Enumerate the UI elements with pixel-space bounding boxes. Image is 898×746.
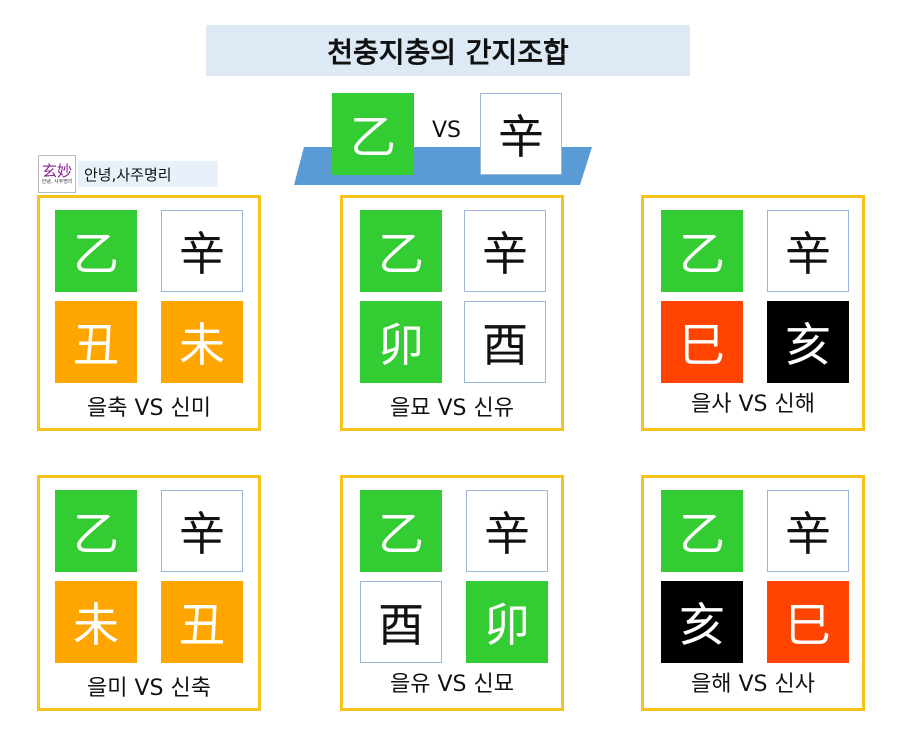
combo-panel-4: 乙 辛 未 丑 을미 VS 신축 bbox=[37, 475, 261, 711]
tile-bottom-left: 巳 bbox=[661, 301, 743, 383]
combo-caption: 을해 VS 신사 bbox=[691, 672, 815, 697]
tile-top-right: 辛 bbox=[161, 490, 243, 572]
tile-bottom-left: 卯 bbox=[360, 301, 442, 383]
tile-bottom-right: 丑 bbox=[161, 581, 243, 663]
tile-top-right: 辛 bbox=[767, 490, 849, 572]
logo-mark-sub: 안녕, 사주명리 bbox=[41, 179, 73, 185]
tile-top-left: 乙 bbox=[360, 210, 442, 292]
header-tile-right: 辛 bbox=[480, 93, 562, 175]
tile-top-right: 辛 bbox=[466, 490, 548, 572]
logo-icon: 玄妙 안녕, 사주명리 bbox=[38, 155, 76, 193]
combo-caption: 을묘 VS 신유 bbox=[390, 396, 514, 421]
combo-panel-3: 乙 辛 巳 亥 을사 VS 신해 bbox=[641, 195, 865, 431]
combo-panel-6: 乙 辛 亥 巳 을해 VS 신사 bbox=[641, 475, 865, 711]
tile-bottom-left: 酉 bbox=[360, 581, 442, 663]
combo-caption: 을미 VS 신축 bbox=[87, 676, 211, 701]
tile-bottom-right: 亥 bbox=[767, 301, 849, 383]
tile-bottom-left: 未 bbox=[55, 581, 137, 663]
tile-top-left: 乙 bbox=[55, 490, 137, 572]
combo-caption: 을축 VS 신미 bbox=[87, 396, 211, 421]
logo-mark: 玄妙 bbox=[41, 162, 72, 180]
page-title: 천충지충의 간지조합 bbox=[206, 25, 690, 76]
tile-top-left: 乙 bbox=[661, 490, 743, 572]
header-vs-label: VS bbox=[432, 118, 462, 143]
tile-bottom-right: 酉 bbox=[464, 301, 546, 383]
combo-panel-1: 乙 辛 丑 未 을축 VS 신미 bbox=[37, 195, 261, 431]
tile-bottom-right: 未 bbox=[161, 301, 243, 383]
combo-caption: 을유 VS 신묘 bbox=[390, 672, 514, 697]
tile-top-left: 乙 bbox=[55, 210, 137, 292]
tile-top-left: 乙 bbox=[661, 210, 743, 292]
combo-panel-2: 乙 辛 卯 酉 을묘 VS 신유 bbox=[340, 195, 564, 431]
tile-bottom-right: 卯 bbox=[466, 581, 548, 663]
tile-top-right: 辛 bbox=[767, 210, 849, 292]
header-tile-left: 乙 bbox=[332, 93, 414, 175]
combo-caption: 을사 VS 신해 bbox=[691, 392, 815, 417]
tile-bottom-left: 丑 bbox=[55, 301, 137, 383]
tile-bottom-right: 巳 bbox=[767, 581, 849, 663]
combo-panel-5: 乙 辛 酉 卯 을유 VS 신묘 bbox=[340, 475, 564, 711]
tile-bottom-left: 亥 bbox=[661, 581, 743, 663]
tile-top-left: 乙 bbox=[360, 490, 442, 572]
tile-top-right: 辛 bbox=[464, 210, 546, 292]
tile-top-right: 辛 bbox=[161, 210, 243, 292]
logo-label: 안녕,사주명리 bbox=[78, 161, 218, 187]
